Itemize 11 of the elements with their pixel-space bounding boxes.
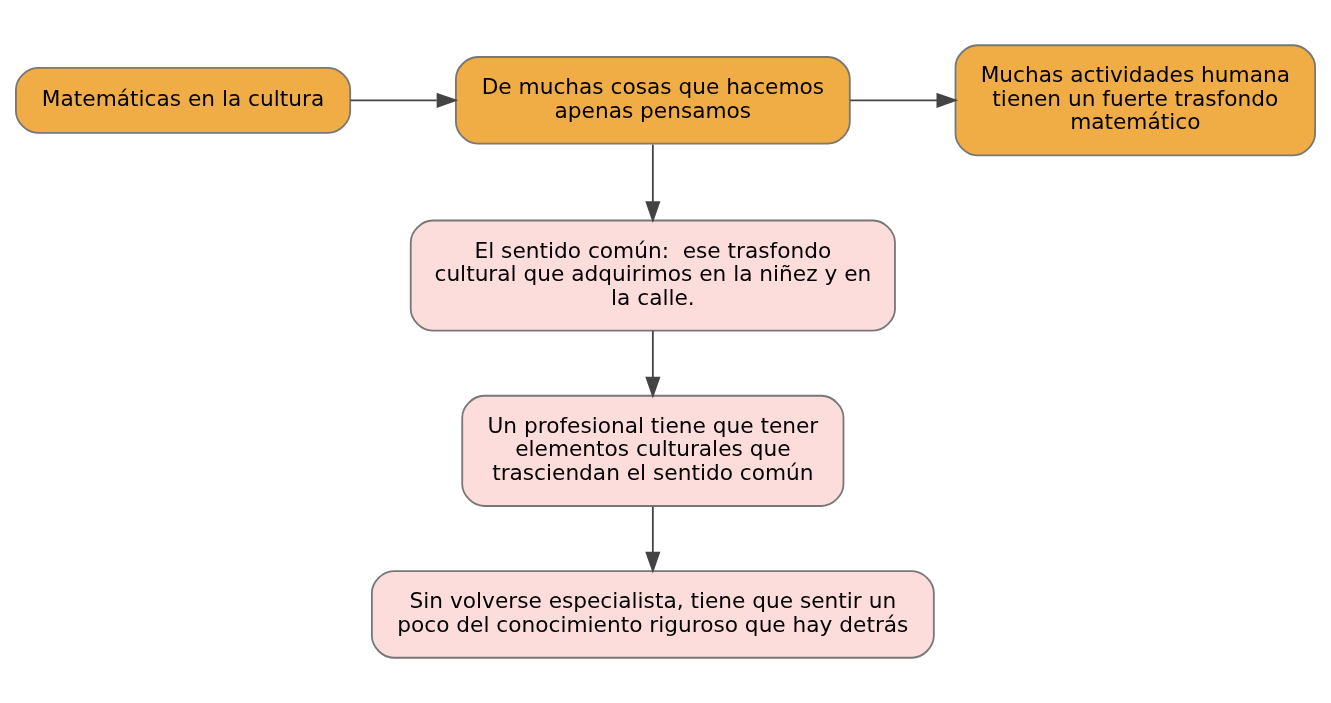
arrow xyxy=(349,92,459,108)
node-box: De muchas cosas que hacemos apenas pensamos xyxy=(455,56,851,145)
arrow xyxy=(645,143,661,223)
arrow xyxy=(849,92,959,108)
arrow xyxy=(645,329,661,399)
node-box: Matemáticas en la cultura xyxy=(15,66,352,134)
node-box: Muchas actividades humana tienen un fuerte trasfondo matemático xyxy=(954,44,1316,157)
node-box: Sin volverse especialista, tiene que sentir un poco del conocimiento riguroso que hay detrás xyxy=(370,570,935,659)
node-box: El sentido común: ese trasfondo cultural que adquirimos en la niñez y en la calle. xyxy=(409,219,896,332)
arrow xyxy=(645,505,661,574)
node-box: Un profesional tiene que tener elementos culturales que trasciendan el sentido común xyxy=(461,394,845,507)
